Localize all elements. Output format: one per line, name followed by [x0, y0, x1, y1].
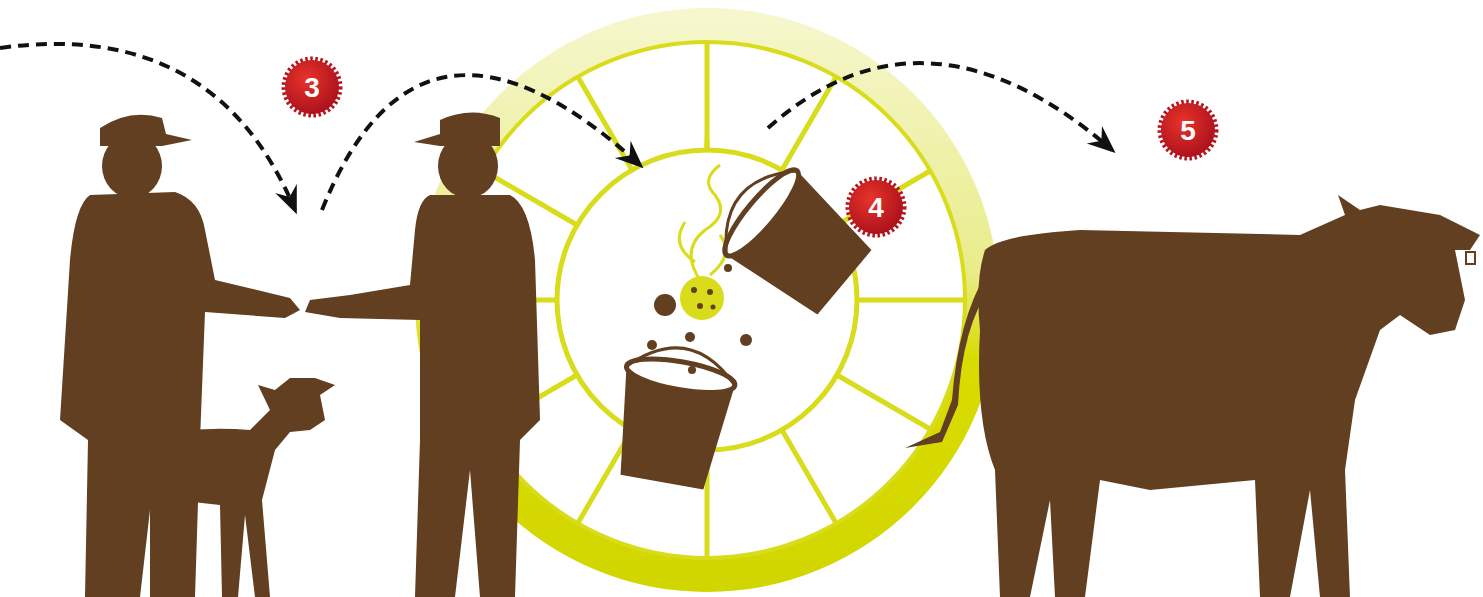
calf — [123, 378, 335, 597]
callout-badges — [284, 59, 1216, 235]
callout-number: 4 — [868, 194, 884, 222]
flow-arrow — [0, 44, 295, 210]
bucket-lower — [608, 339, 740, 492]
flow-arrow — [322, 75, 640, 210]
cow — [905, 195, 1480, 597]
flow-arrows — [0, 44, 1112, 210]
callout-number: 5 — [1180, 117, 1196, 145]
farmer-right — [305, 112, 540, 597]
callout-number: 3 — [304, 74, 320, 102]
cookie — [680, 276, 724, 320]
flow-arrow — [768, 63, 1112, 150]
milk-drops — [647, 264, 752, 374]
clock-needle — [704, 100, 710, 152]
flourish — [679, 165, 725, 280]
milk-buckets — [608, 153, 880, 492]
bucket-upper — [705, 153, 880, 324]
cookie-dots — [691, 287, 716, 310]
